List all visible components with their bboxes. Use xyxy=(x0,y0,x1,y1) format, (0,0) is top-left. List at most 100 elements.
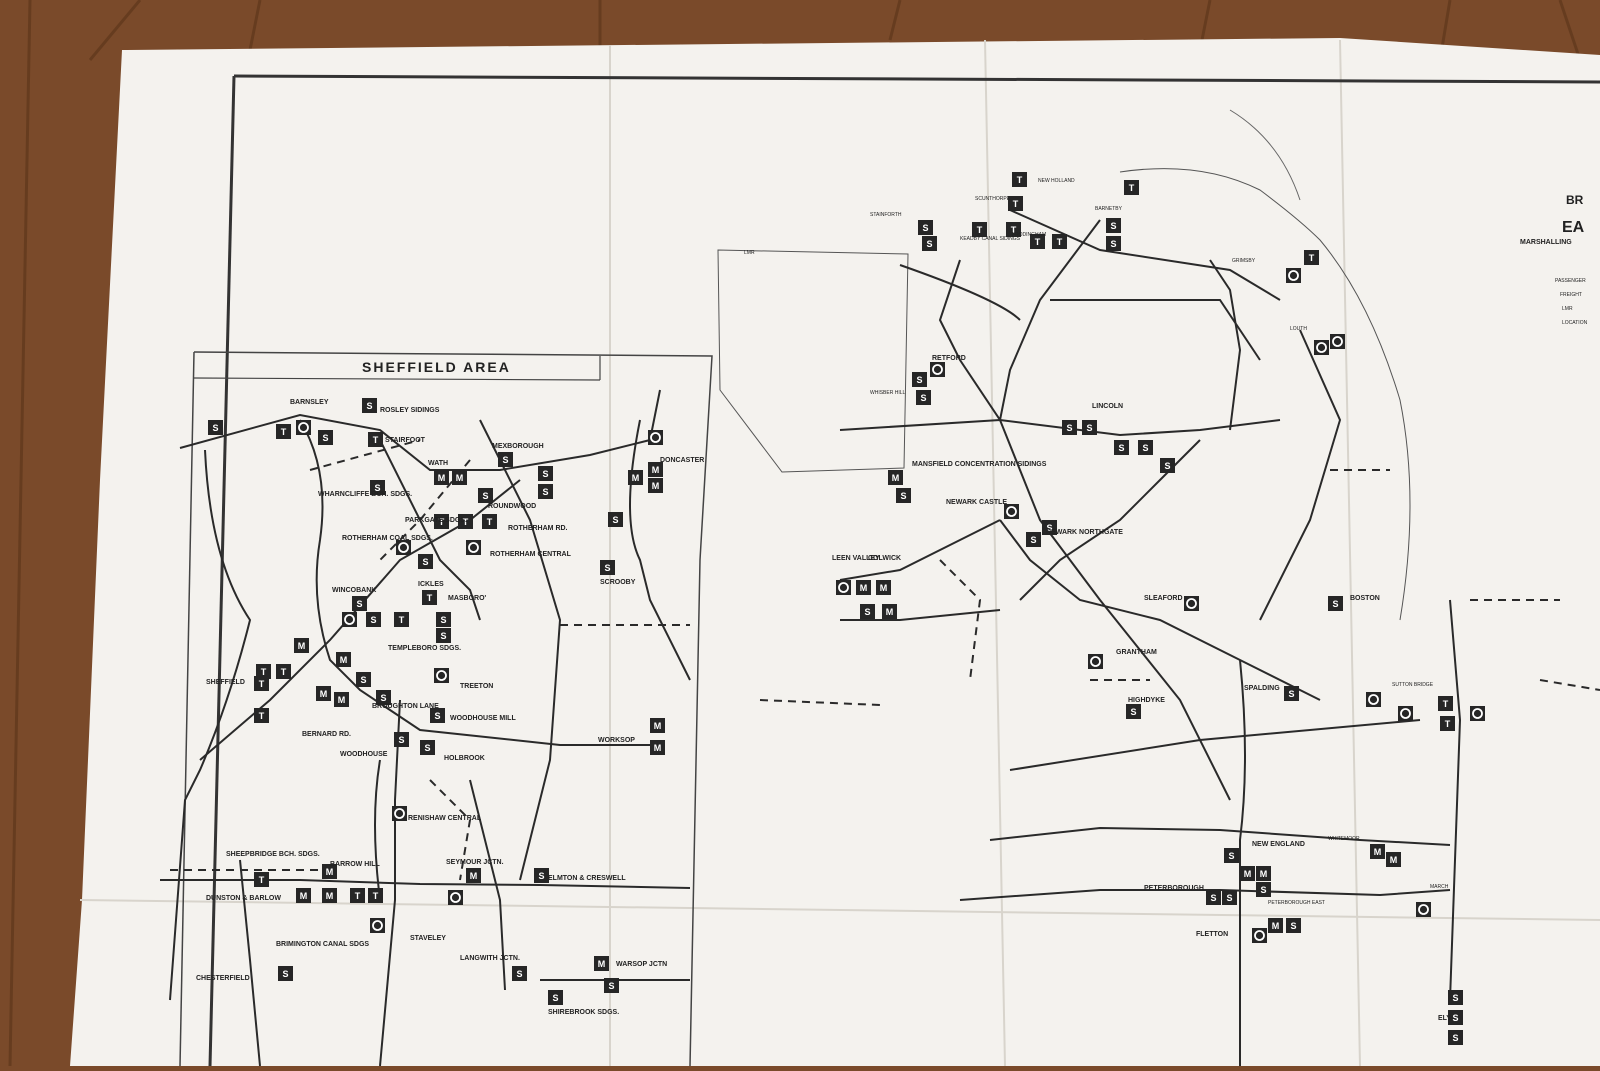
east-labels: STAINFORTH SCUNTHORPE KEADBY CANAL SIDIN… xyxy=(744,178,1451,1022)
place-label: BROUGHTON LANE xyxy=(372,703,439,710)
svg-text:S: S xyxy=(922,223,928,233)
station-marker: M xyxy=(452,470,467,485)
station-marker: M xyxy=(648,462,663,477)
station-marker xyxy=(1314,340,1329,355)
station-marker xyxy=(1366,692,1381,707)
station-marker: S xyxy=(1160,458,1175,473)
svg-text:S: S xyxy=(604,563,610,573)
station-marker: T xyxy=(254,872,269,887)
svg-text:S: S xyxy=(366,401,372,411)
svg-text:S: S xyxy=(1110,239,1116,249)
place-label: HOLBROOK xyxy=(444,755,485,762)
station-marker: S xyxy=(922,236,937,251)
place-label: WATH xyxy=(428,460,448,467)
station-marker: M xyxy=(336,652,351,667)
svg-text:M: M xyxy=(438,473,446,483)
svg-text:M: M xyxy=(892,473,900,483)
place-label: NEWARK NORTHGATE xyxy=(1046,529,1123,536)
map-border-top xyxy=(233,74,1600,84)
svg-text:S: S xyxy=(1452,1033,1458,1043)
svg-text:M: M xyxy=(300,891,308,901)
station-marker: S xyxy=(1206,890,1221,905)
svg-text:T: T xyxy=(1129,183,1135,193)
svg-text:M: M xyxy=(652,465,660,475)
station-marker: T xyxy=(1030,234,1045,249)
place-label: BARROW HILL xyxy=(330,861,380,868)
place-label: LMR xyxy=(744,250,755,256)
place-label: ROTHERHAM COAL SDGS. xyxy=(342,535,433,542)
svg-text:T: T xyxy=(261,667,267,677)
station-marker: S xyxy=(1328,596,1343,611)
station-marker: S xyxy=(1256,882,1271,897)
place-label: ROUNDWOOD xyxy=(488,503,536,510)
station-marker: S xyxy=(370,480,385,495)
station-marker: S xyxy=(538,484,553,499)
place-label: NEW HOLLAND xyxy=(1038,178,1075,184)
station-marker: M xyxy=(650,718,665,733)
station-marker: S xyxy=(318,430,333,445)
place-label: MASBORO' xyxy=(448,595,487,602)
place-label: KEADBY CANAL SIDINGS xyxy=(960,236,1021,242)
station-marker: T xyxy=(368,432,383,447)
svg-text:T: T xyxy=(1035,237,1041,247)
station-marker: S xyxy=(436,628,451,643)
svg-text:S: S xyxy=(542,469,548,479)
station-marker: S xyxy=(1448,1030,1463,1045)
station-marker xyxy=(1398,706,1413,721)
place-label: FRODINGHAM xyxy=(1012,232,1046,238)
place-label: WORKSOP xyxy=(598,737,635,744)
station-marker: S xyxy=(278,966,293,981)
dashed-lines xyxy=(170,439,1600,881)
svg-text:T: T xyxy=(259,875,265,885)
station-marker: S xyxy=(356,672,371,687)
svg-text:M: M xyxy=(326,891,334,901)
svg-text:M: M xyxy=(860,583,868,593)
station-marker xyxy=(1252,928,1267,943)
station-marker: T xyxy=(1008,196,1023,211)
svg-text:S: S xyxy=(612,515,618,525)
station-marker: M xyxy=(322,888,337,903)
svg-text:S: S xyxy=(1260,885,1266,895)
place-label: LINCOLN xyxy=(1092,403,1123,410)
svg-text:M: M xyxy=(652,481,660,491)
station-marker: S xyxy=(366,612,381,627)
station-marker: S xyxy=(478,488,493,503)
station-marker: T xyxy=(422,590,437,605)
place-label: WARSOP JCTN xyxy=(616,961,667,968)
svg-text:S: S xyxy=(380,693,386,703)
station-marker xyxy=(466,540,481,555)
svg-text:M: M xyxy=(1272,921,1280,931)
svg-text:M: M xyxy=(654,743,662,753)
svg-text:S: S xyxy=(212,423,218,433)
map-header-fragment: MARSHALLING xyxy=(1520,239,1572,246)
place-label: SHEFFIELD xyxy=(206,679,245,686)
place-label: WOODHOUSE MILL xyxy=(450,715,516,722)
place-label: SPALDING xyxy=(1244,685,1280,692)
station-marker: S xyxy=(1284,686,1299,701)
station-marker: M xyxy=(1240,866,1255,881)
station-marker xyxy=(296,420,311,435)
place-label: GRIMSBY xyxy=(1232,258,1256,264)
svg-text:M: M xyxy=(320,689,328,699)
station-marker: M xyxy=(334,692,349,707)
place-label: SLEAFORD xyxy=(1144,595,1183,602)
svg-text:S: S xyxy=(1210,893,1216,903)
sheffield-area-title: SHEFFIELD AREA xyxy=(362,359,511,375)
legend-fragment: PASSENGER xyxy=(1555,278,1586,284)
svg-text:S: S xyxy=(1290,921,1296,931)
station-marker xyxy=(342,612,357,627)
place-label: TREETON xyxy=(460,683,493,690)
svg-text:S: S xyxy=(916,375,922,385)
svg-text:S: S xyxy=(1118,443,1124,453)
station-marker: M xyxy=(650,740,665,755)
svg-text:M: M xyxy=(456,473,464,483)
place-label: MEXBOROUGH xyxy=(492,443,544,450)
station-marker: S xyxy=(498,452,513,467)
svg-text:S: S xyxy=(538,871,544,881)
svg-text:S: S xyxy=(1228,851,1234,861)
svg-text:S: S xyxy=(370,615,376,625)
svg-text:T: T xyxy=(259,711,265,721)
svg-text:S: S xyxy=(1066,423,1072,433)
